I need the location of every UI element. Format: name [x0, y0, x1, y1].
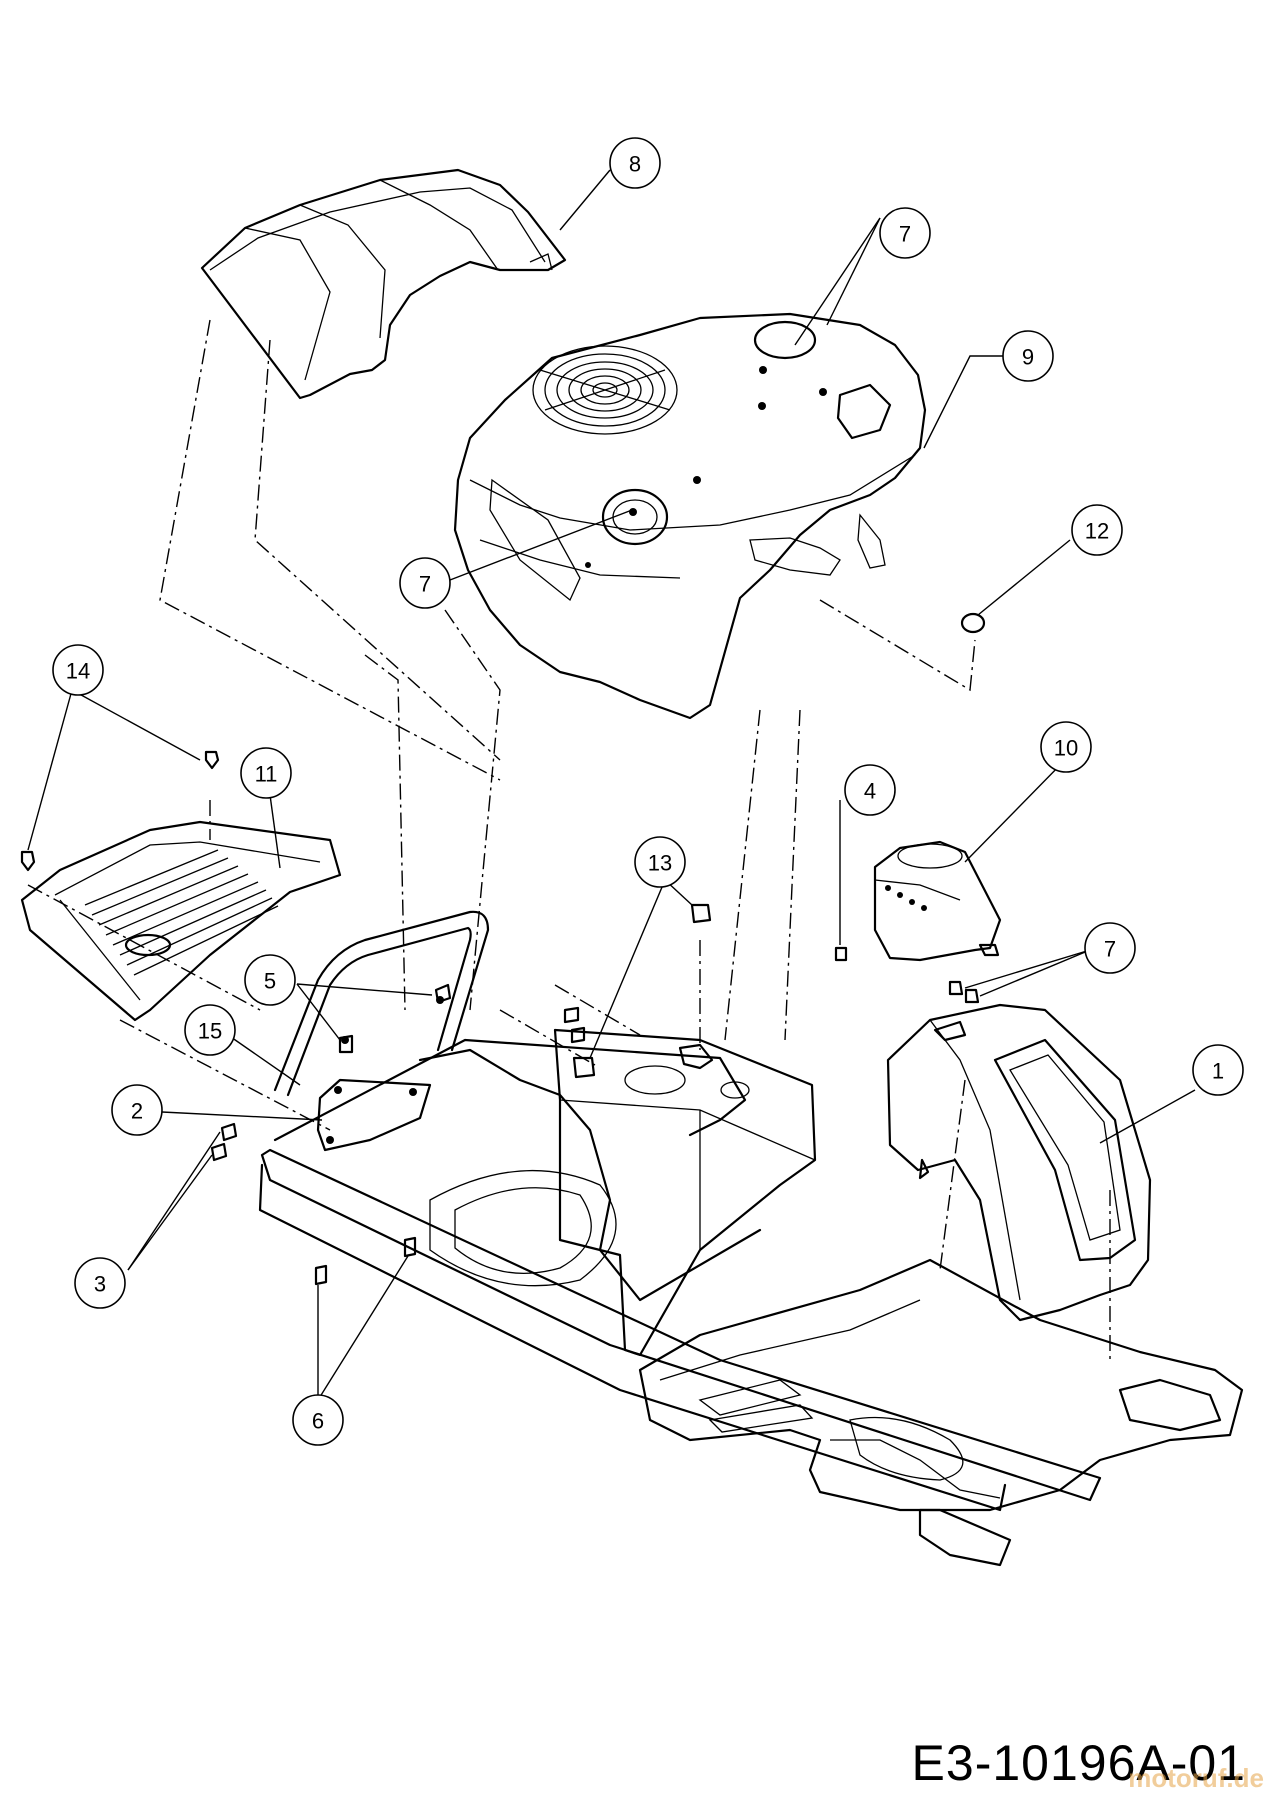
svg-text:5: 5 [264, 969, 276, 994]
part-2-bracket [316, 1078, 432, 1152]
svg-text:15: 15 [198, 1019, 222, 1044]
svg-text:12: 12 [1085, 519, 1109, 544]
callouts: 8 7 9 7 12 14 11 10 [52, 137, 1244, 1446]
drawing-code: E3-10196A-01 [911, 1735, 1246, 1791]
callout-15: 15 [184, 1004, 236, 1056]
svg-text:3: 3 [94, 1272, 106, 1297]
callout-6: 6 [292, 1394, 344, 1446]
callout-14: 14 [52, 644, 104, 696]
hardware-parts [210, 903, 980, 1286]
assembly-lines [27, 319, 1111, 1360]
callout-9: 9 [1002, 330, 1054, 382]
part-11-plate [20, 820, 342, 1022]
callout-7-left: 7 [399, 557, 451, 609]
callout-2: 2 [111, 1084, 163, 1136]
part-15-tube [273, 910, 490, 1097]
part-8-hood-cover [200, 168, 567, 400]
svg-text:7: 7 [419, 572, 431, 597]
callout-8: 8 [609, 137, 661, 189]
callout-7-right: 7 [1084, 922, 1136, 974]
part-1-console [886, 1003, 1152, 1322]
part-9-body [453, 312, 927, 720]
part-14-clips [20, 750, 220, 872]
part-10-cover [873, 840, 1002, 962]
svg-text:8: 8 [629, 152, 641, 177]
callout-7-top: 7 [879, 207, 931, 259]
callout-5: 5 [244, 954, 296, 1006]
callout-12: 12 [1071, 504, 1123, 556]
svg-text:7: 7 [899, 222, 911, 247]
watermark: motoruf.de [1128, 1763, 1264, 1793]
svg-text:6: 6 [312, 1409, 324, 1434]
part-12-plug [960, 612, 986, 634]
svg-text:7: 7 [1104, 937, 1116, 962]
foot-deck [638, 1258, 1244, 1567]
svg-text:4: 4 [864, 779, 876, 804]
callout-13: 13 [634, 836, 686, 888]
svg-text:1: 1 [1212, 1059, 1224, 1084]
callout-11: 11 [240, 747, 292, 799]
fan-grill [532, 345, 678, 435]
svg-text:2: 2 [131, 1099, 143, 1124]
callout-10: 10 [1040, 721, 1092, 773]
plate-ribs [84, 849, 279, 976]
svg-text:9: 9 [1022, 345, 1034, 370]
svg-text:14: 14 [66, 659, 90, 684]
svg-text:10: 10 [1054, 736, 1078, 761]
callout-3: 3 [74, 1257, 126, 1309]
svg-text:11: 11 [255, 762, 278, 787]
main-frame [258, 1028, 1102, 1512]
leader-lines [27, 169, 1196, 1401]
callout-1: 1 [1192, 1044, 1244, 1096]
svg-text:13: 13 [648, 851, 672, 876]
callout-4: 4 [844, 764, 896, 816]
